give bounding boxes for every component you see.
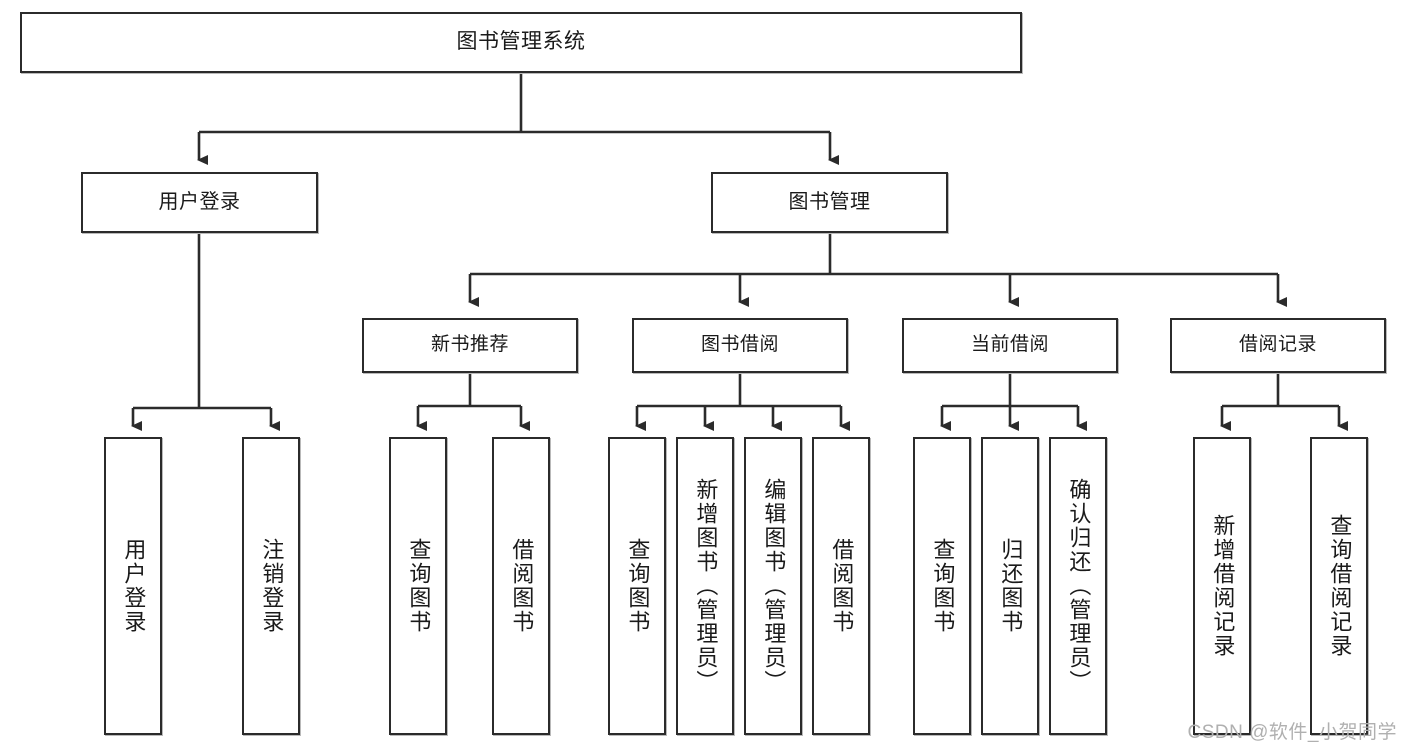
node-book-manage[interactable]: 图书管理 — [711, 172, 948, 233]
node-book-manage-label: 图书管理 — [788, 190, 871, 213]
node-current-borrow[interactable]: 当前借阅 — [902, 318, 1118, 373]
node-leaf-add-book[interactable]: 新增图书（管理员） — [676, 437, 734, 735]
node-leaf-return-book-label: 归还图书 — [998, 538, 1024, 634]
node-leaf-add-record-label: 新增借阅记录 — [1210, 514, 1236, 658]
node-leaf-logout[interactable]: 注销登录 — [242, 437, 300, 735]
node-user-login[interactable]: 用户登录 — [81, 172, 318, 233]
node-leaf-query-record[interactable]: 查询借阅记录 — [1310, 437, 1368, 735]
node-leaf-query-book-1-label: 查询图书 — [406, 538, 432, 634]
node-leaf-return-book[interactable]: 归还图书 — [981, 437, 1039, 735]
node-new-book-recommend-label: 新书推荐 — [430, 334, 509, 356]
node-leaf-borrow-book-1-label: 借阅图书 — [509, 538, 535, 634]
node-leaf-query-book-2[interactable]: 查询图书 — [608, 437, 666, 735]
node-leaf-user-login[interactable]: 用户登录 — [104, 437, 162, 735]
node-leaf-query-book-3[interactable]: 查询图书 — [913, 437, 971, 735]
node-leaf-add-record[interactable]: 新增借阅记录 — [1193, 437, 1251, 735]
node-book-borrow[interactable]: 图书借阅 — [632, 318, 848, 373]
node-new-book-recommend[interactable]: 新书推荐 — [362, 318, 578, 373]
node-leaf-confirm-return-label: 确认归还（管理员） — [1066, 478, 1092, 694]
node-leaf-query-book-3-label: 查询图书 — [930, 538, 956, 634]
node-leaf-logout-label: 注销登录 — [259, 538, 285, 634]
node-leaf-borrow-book-1[interactable]: 借阅图书 — [492, 437, 550, 735]
node-user-login-label: 用户登录 — [158, 190, 241, 213]
node-root-label: 图书管理系统 — [456, 30, 586, 54]
node-leaf-user-login-label: 用户登录 — [121, 538, 147, 634]
node-current-borrow-label: 当前借阅 — [970, 334, 1049, 356]
node-leaf-borrow-book-2[interactable]: 借阅图书 — [812, 437, 870, 735]
node-leaf-borrow-book-2-label: 借阅图书 — [829, 538, 855, 634]
node-borrow-record[interactable]: 借阅记录 — [1170, 318, 1386, 373]
node-leaf-edit-book[interactable]: 编辑图书（管理员） — [744, 437, 802, 735]
node-book-borrow-label: 图书借阅 — [700, 334, 779, 356]
node-root[interactable]: 图书管理系统 — [20, 12, 1022, 73]
node-leaf-query-record-label: 查询借阅记录 — [1327, 514, 1353, 658]
node-borrow-record-label: 借阅记录 — [1238, 334, 1317, 356]
node-leaf-query-book-2-label: 查询图书 — [625, 538, 651, 634]
node-leaf-confirm-return[interactable]: 确认归还（管理员） — [1049, 437, 1107, 735]
node-leaf-query-book-1[interactable]: 查询图书 — [389, 437, 447, 735]
node-leaf-add-book-label: 新增图书（管理员） — [693, 478, 719, 694]
node-leaf-edit-book-label: 编辑图书（管理员） — [761, 478, 787, 694]
watermark: CSDN @软件_小贺同学 — [1187, 722, 1397, 743]
